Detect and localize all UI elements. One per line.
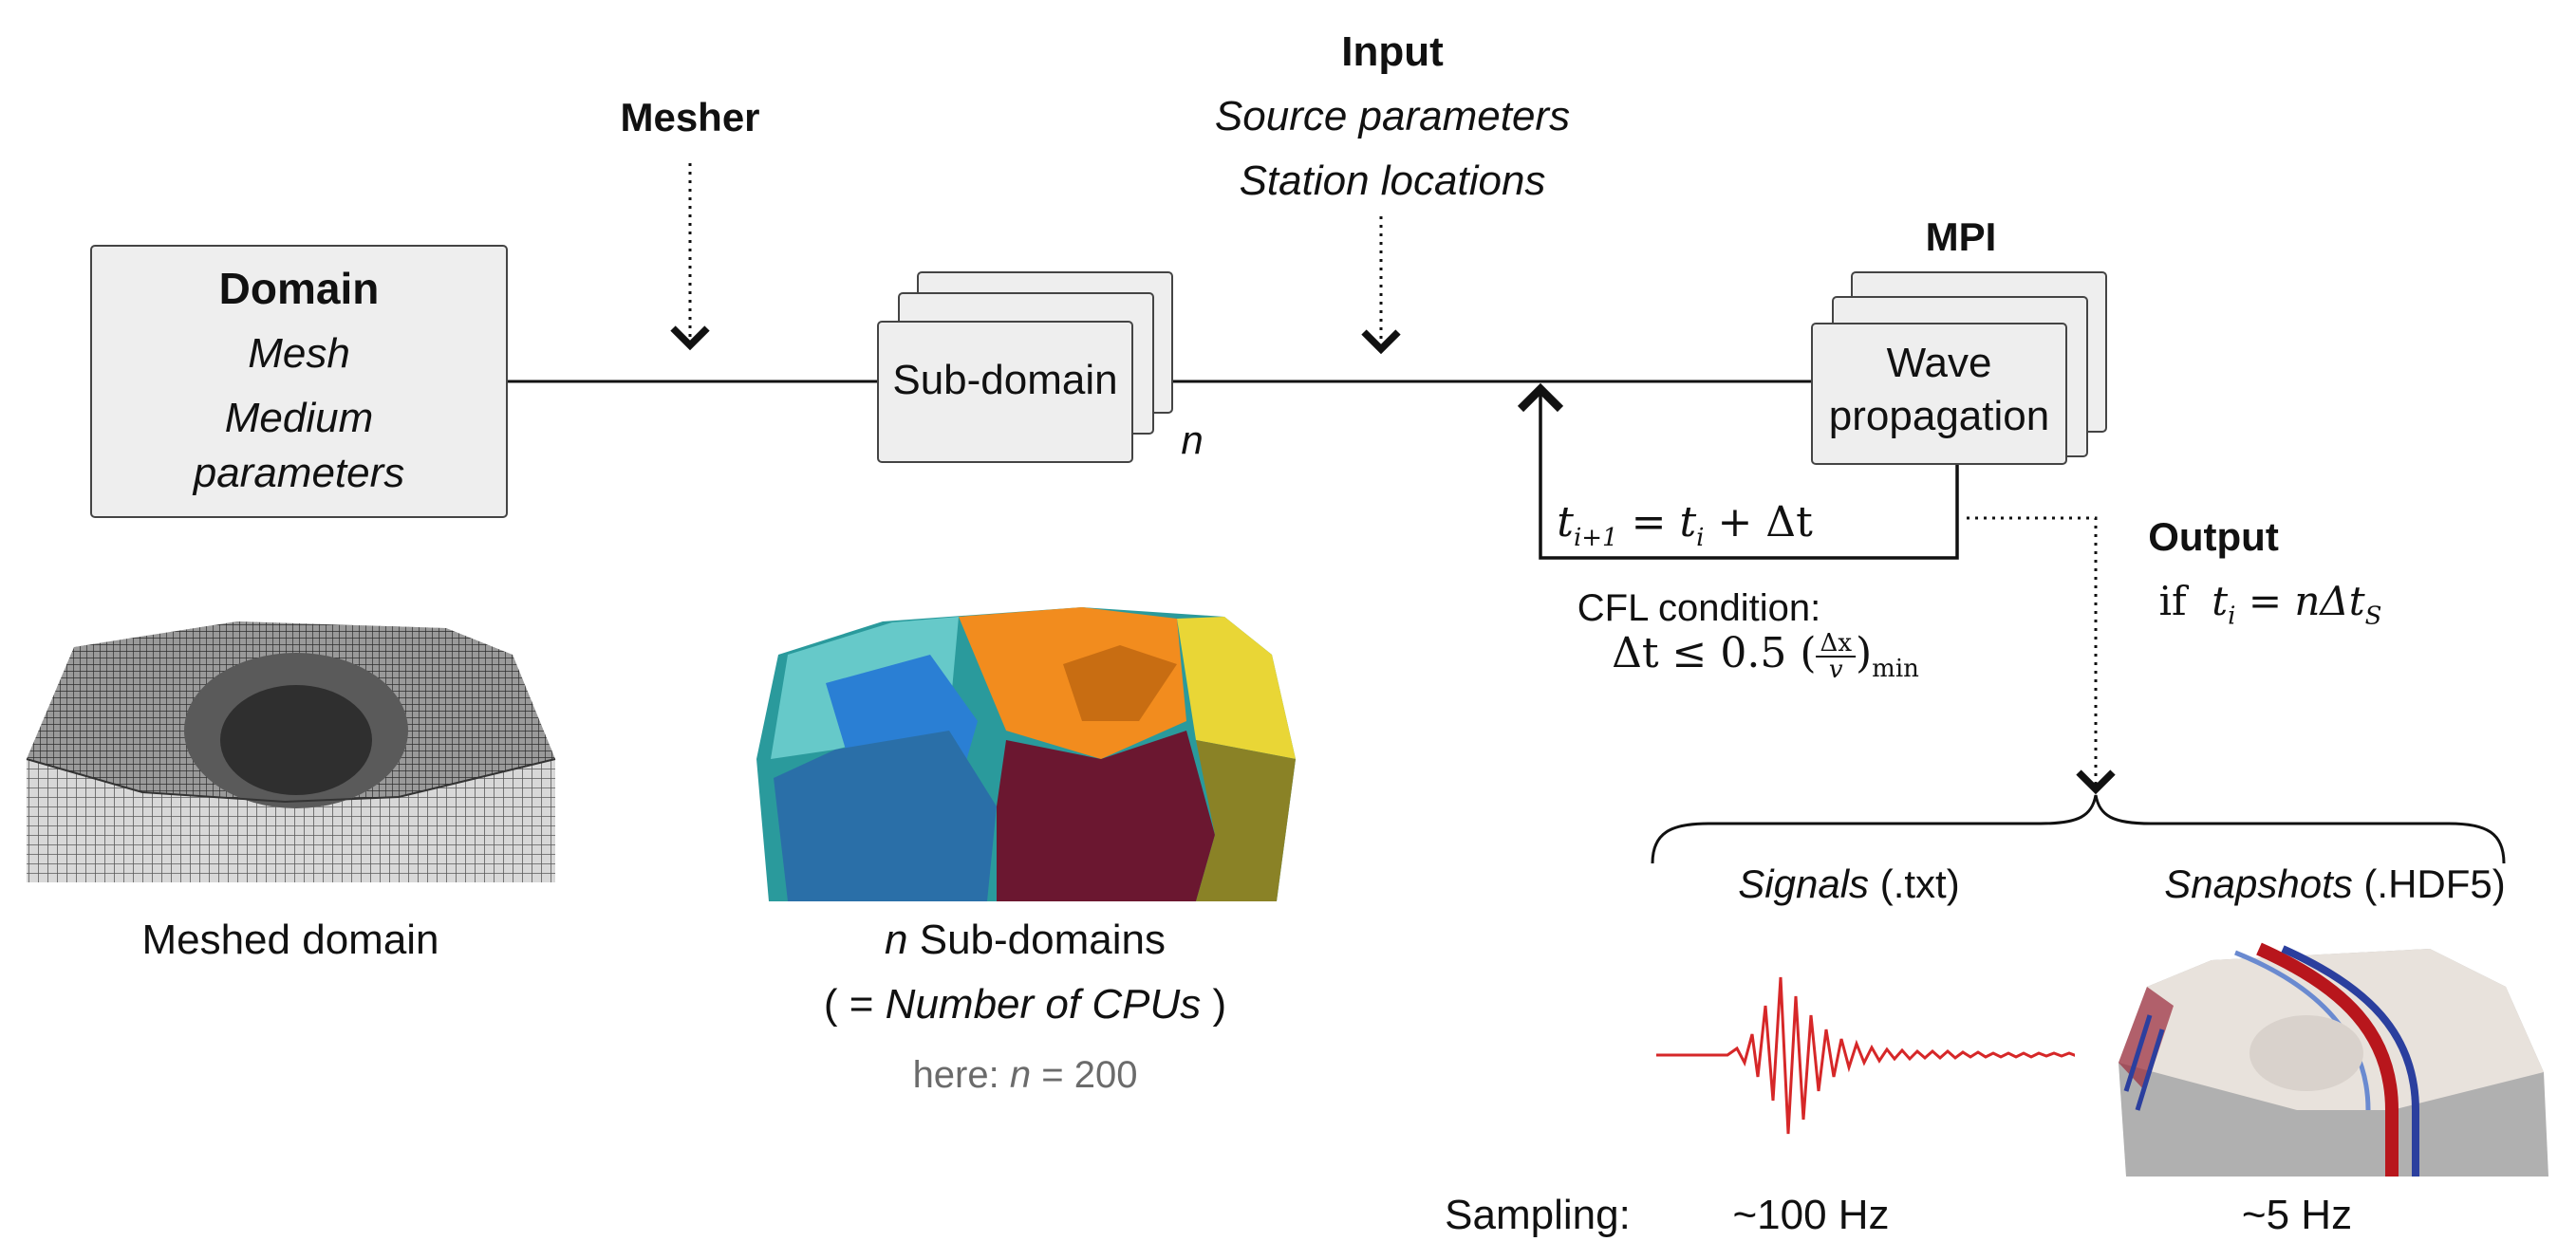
meshed-domain-image xyxy=(26,621,556,882)
cfl-title: CFL condition: xyxy=(1577,587,1821,629)
mpi-title: MPI xyxy=(1925,214,1997,259)
input-title: Input xyxy=(1341,28,1444,75)
mesher-label: Mesher xyxy=(620,95,760,139)
cfl-min: min xyxy=(1872,654,1919,683)
here-prefix: here: xyxy=(912,1054,1010,1096)
snapshots-name: Snapshots xyxy=(2164,862,2353,906)
meshed-domain-caption: Meshed domain xyxy=(141,917,439,963)
subdomains-n: n xyxy=(885,917,908,963)
output-sub-i: i xyxy=(2228,602,2236,631)
subdomains-caption-line2: ( = Number of CPUs ) xyxy=(824,981,1226,1029)
output-brace xyxy=(1651,794,2506,864)
subdomains-text: Sub-domains xyxy=(907,917,1166,963)
cfl-denominator: v xyxy=(1828,655,1843,684)
wave-box-front xyxy=(1811,323,2067,465)
cfl-numerator: Δx xyxy=(1816,631,1856,658)
here-value: = 200 xyxy=(1031,1054,1138,1096)
wave-propagation-line2: propagation xyxy=(1828,393,2050,439)
here-n: n xyxy=(1009,1054,1032,1096)
signals-ext: (.txt) xyxy=(1869,862,1960,906)
cfl-lhs: Δt ≤ 0.5 ( xyxy=(1612,629,1817,677)
time-step-increment: + Δt xyxy=(1704,498,1813,547)
cpus-text: Number of CPUs xyxy=(885,981,1202,1028)
output-rhs: = nΔt xyxy=(2235,578,2365,624)
signals-sampling-rate: ~100 Hz xyxy=(1732,1192,1890,1238)
subdomain-box-front xyxy=(877,321,1133,463)
input-station-locations: Station locations xyxy=(1239,158,1546,204)
sampling-label: Sampling: xyxy=(1445,1192,1631,1238)
output-title: Output xyxy=(2148,514,2279,559)
signals-heading: Signals (.txt) xyxy=(1738,862,1959,907)
snapshot-image xyxy=(2119,942,2548,1177)
subdomains-caption-here: here: n = 200 xyxy=(913,1053,1138,1097)
output-sub-s: S xyxy=(2364,602,2382,631)
time-step-loop xyxy=(1517,382,1959,560)
snapshots-ext: (.HDF5) xyxy=(2352,862,2506,906)
output-arrow xyxy=(1967,516,2116,795)
seismogram-signal xyxy=(1656,976,2075,1135)
output-condition: if ti = nΔtS xyxy=(2158,578,2382,631)
subdomains-image xyxy=(756,607,1296,901)
input-source-parameters: Source parameters xyxy=(1214,93,1571,139)
signals-name: Signals xyxy=(1738,862,1870,906)
cfl-close: ) xyxy=(1856,629,1873,677)
snapshots-sampling-rate: ~5 Hz xyxy=(2241,1192,2353,1238)
time-step-t-i: t xyxy=(1679,498,1697,547)
time-step-t: t xyxy=(1557,498,1574,547)
output-if: if xyxy=(2158,578,2187,624)
domain-box xyxy=(90,245,508,518)
time-step-sub-next: i+1 xyxy=(1573,523,1618,552)
domain-title: Domain xyxy=(218,264,380,313)
output-t: t xyxy=(2212,578,2229,624)
wave-propagation-line1: Wave xyxy=(1886,340,1992,386)
snapshots-heading: Snapshots (.HDF5) xyxy=(2164,862,2505,907)
domain-parameters: parameters xyxy=(193,450,405,496)
time-step-equation: ti+1 = ti + Δt xyxy=(1557,498,1813,553)
cpus-prefix: ( = xyxy=(823,981,886,1028)
domain-mesh: Mesh xyxy=(248,330,350,377)
time-step-sub-i: i xyxy=(1696,523,1705,552)
cpus-suffix: ) xyxy=(1201,981,1227,1028)
domain-medium: Medium xyxy=(224,395,374,441)
subdomain-label: Sub-domain xyxy=(892,357,1118,403)
subdomain-count-symbol: n xyxy=(1181,417,1204,462)
subdomains-caption-line1: n Sub-domains xyxy=(885,917,1166,965)
time-step-equals: = xyxy=(1617,498,1680,547)
